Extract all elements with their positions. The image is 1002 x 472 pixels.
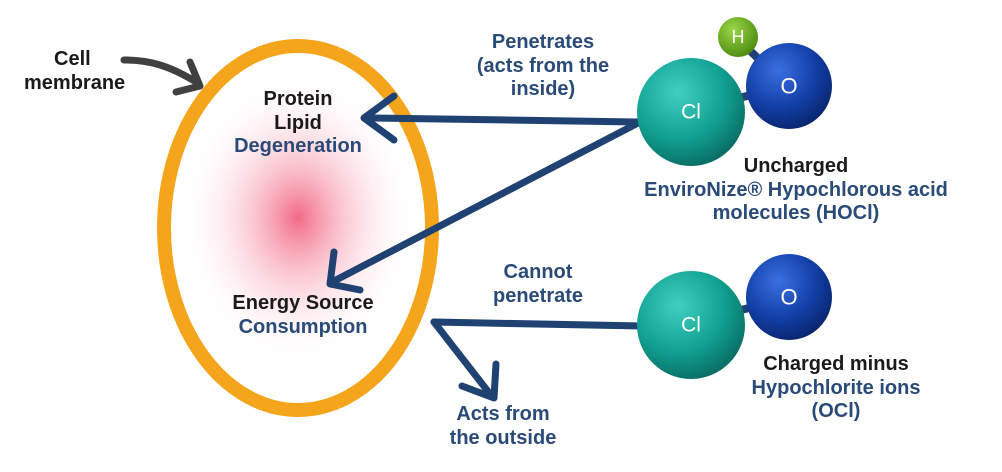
cell-membrane-label-line1: Cell (54, 48, 91, 70)
cannot-penetrate-label: Cannot penetrate (468, 261, 608, 308)
hocl-molecule: Cl O H (637, 17, 832, 166)
cannot-line2: penetrate (492, 284, 584, 307)
ocl-cl-atom (637, 271, 745, 379)
hocl-caption-line3: molecules (HOCl) (712, 202, 880, 225)
penetrates-label: Penetrates (acts from the inside) (443, 31, 643, 102)
ocl-o-atom (746, 254, 832, 340)
cell-bottom-label: Energy Source Consumption (203, 292, 403, 339)
hocl-h-atom (718, 17, 758, 57)
bottom-label-consumption: Consumption (238, 315, 368, 338)
penetrate-arrows (326, 92, 644, 294)
penetrates-line2: (acts from the (476, 54, 610, 77)
hocl-caption-line2: EnviroNize® Hypochlorous acid (644, 178, 948, 201)
acts-outside-label: Acts from the outside (423, 403, 583, 450)
top-label-degeneration: Degeneration (234, 135, 362, 158)
ocl-ion: Cl O (637, 254, 832, 379)
ocl-caption: Charged minus Hypochlorite ions (OCl) (716, 353, 956, 424)
bottom-label-energy: Energy Source (232, 292, 374, 314)
hocl-o-atom (746, 43, 832, 129)
penetrates-line1: Penetrates (491, 31, 595, 53)
cell-top-label: Protein Lipid Degeneration (208, 88, 388, 159)
hocl-cl-atom (637, 58, 745, 166)
cannot-line1: Cannot (503, 261, 573, 283)
cell-membrane-label: Cell membrane (24, 48, 125, 95)
ocl-caption-line1: Charged minus (763, 353, 909, 375)
ocl-caption-line2: Hypochlorite ions (751, 376, 921, 399)
top-label-lipid: Lipid (274, 111, 322, 134)
penetrates-line3: inside) (510, 78, 576, 101)
top-label-protein: Protein (263, 88, 333, 110)
outside-line2: the outside (449, 426, 557, 449)
membrane-pointer-arrow (120, 56, 204, 96)
hocl-o-text: O (780, 74, 797, 99)
hocl-caption: Uncharged EnviroNize® Hypochlorous acid … (606, 155, 986, 226)
ocl-o-text: O (780, 285, 797, 310)
ocl-cl-text: Cl (681, 314, 701, 337)
hocl-cl-text: Cl (681, 101, 701, 124)
cell-membrane-label-line2: membrane (24, 71, 126, 94)
hocl-h-text: H (732, 27, 745, 47)
outside-arrows (430, 318, 644, 402)
hocl-caption-line1: Uncharged (743, 155, 849, 177)
outside-line1: Acts from (456, 403, 550, 425)
ocl-caption-line3: (OCl) (811, 400, 861, 423)
